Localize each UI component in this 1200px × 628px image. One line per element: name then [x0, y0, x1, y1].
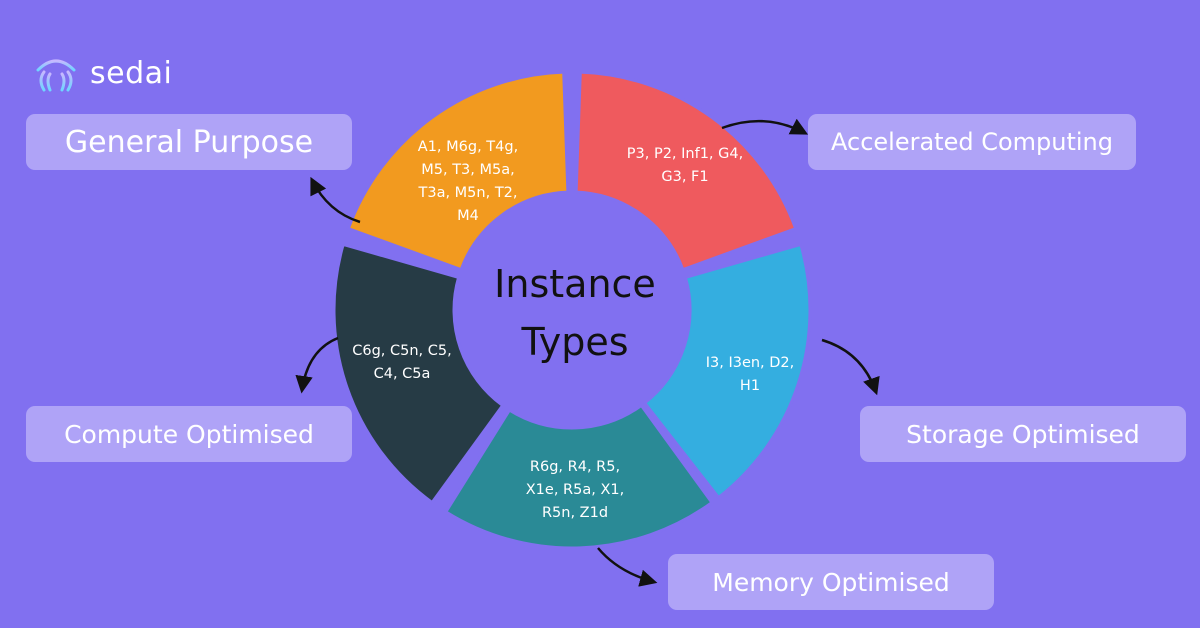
- center-title: Instance Types: [460, 255, 690, 371]
- brand-logo: sedai: [30, 48, 172, 98]
- instance-line: G3, F1: [661, 169, 709, 185]
- instance-line: R5n, Z1d: [541, 505, 609, 521]
- label-accelerated-computing: Accelerated Computing: [808, 114, 1136, 170]
- instances-storage-optimised: I3, I3en, D2, H1: [690, 352, 810, 398]
- arrow-accelerated-computing: [721, 118, 809, 135]
- instance-line: H1: [739, 378, 761, 394]
- arrow-memory-optimised: [597, 547, 658, 587]
- center-title-line-1: Instance: [494, 262, 656, 306]
- segments-group: [332, 70, 812, 550]
- instance-line: R6g, R4, R5,: [529, 459, 621, 475]
- instance-line: A1, M6g, T4g,: [417, 139, 519, 155]
- segment-memory-optimised: [444, 403, 714, 550]
- instance-line: I3, I3en, D2,: [705, 355, 795, 371]
- label-memory-optimised-text: Memory Optimised: [712, 567, 950, 597]
- brand-name: sedai: [90, 55, 173, 91]
- instances-accelerated-computing: P3, P2, Inf1, G4, G3, F1: [610, 143, 760, 189]
- label-compute-optimised: Compute Optimised: [26, 406, 352, 462]
- instance-line: M5, T3, M5a,: [421, 162, 515, 178]
- instance-line: M4: [457, 208, 479, 224]
- arrows-group: [295, 118, 880, 587]
- instance-line: C6g, C5n, C5,: [352, 343, 452, 359]
- label-memory-optimised: Memory Optimised: [668, 554, 994, 610]
- arrow-compute-optimised: [295, 336, 339, 394]
- center-title-line-2: Types: [521, 320, 629, 364]
- segment-general-purpose: [346, 70, 570, 272]
- segment-storage-optimised: [643, 242, 812, 500]
- arrow-storage-optimised: [821, 338, 880, 396]
- instance-line: T3a, M5n, T2,: [418, 185, 518, 201]
- label-storage-optimised: Storage Optimised: [860, 406, 1186, 462]
- label-general-purpose: General Purpose: [26, 114, 352, 170]
- label-storage-optimised-text: Storage Optimised: [906, 419, 1140, 449]
- instance-line: X1e, R5a, X1,: [525, 482, 625, 498]
- segment-compute-optimised: [332, 242, 505, 505]
- segment-accelerated-computing: [574, 70, 798, 272]
- arrow-general-purpose: [310, 176, 361, 224]
- instance-line: C4, C5a: [373, 366, 431, 382]
- instances-general-purpose: A1, M6g, T4g, M5, T3, M5a, T3a, M5n, T2,…: [398, 136, 538, 228]
- instances-compute-optimised: C6g, C5n, C5, C4, C5a: [340, 340, 464, 386]
- wifi-waves-icon: [36, 59, 76, 92]
- label-compute-optimised-text: Compute Optimised: [64, 419, 314, 449]
- instance-line: P3, P2, Inf1, G4,: [626, 146, 744, 162]
- label-accelerated-computing-text: Accelerated Computing: [831, 128, 1113, 156]
- instances-memory-optimised: R6g, R4, R5, X1e, R5a, X1, R5n, Z1d: [510, 456, 640, 525]
- label-general-purpose-text: General Purpose: [64, 124, 314, 160]
